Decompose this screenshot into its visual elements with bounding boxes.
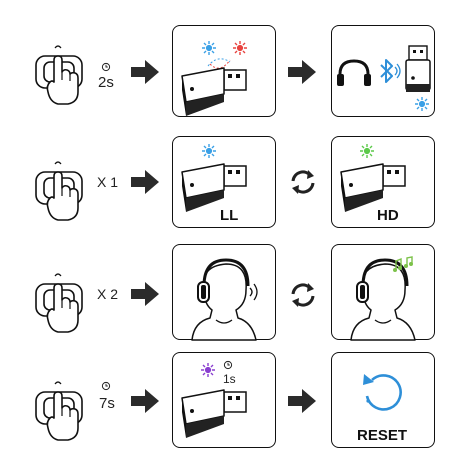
step-arrow-icon [131,60,159,84]
press-button-icon [35,161,83,221]
usb-dongle-icon [181,389,247,439]
headphones-icon [337,59,371,86]
usb-dongle-icon [181,163,247,213]
press-count-x1: X 1 [97,174,119,190]
bluetooth-icon [380,59,401,83]
person-talking-icon [190,258,258,342]
reset-panel [331,352,435,448]
hd-mode-label: HD [377,207,399,224]
hold-duration-2s: 2s [98,74,114,91]
step-arrow-icon [131,389,159,413]
green-led-icon [359,143,375,159]
press-count-x2: X 2 [97,286,119,302]
press-button-icon [35,45,83,105]
step-arrow-icon [131,170,159,194]
blue-led-icon [414,96,430,112]
usb-dongle-icon [181,67,247,117]
ll-mode-label: LL [220,207,239,224]
press-button-icon [35,381,83,441]
clock-icon [101,381,111,391]
step-arrow-icon [288,60,316,84]
reset-arrow-icon [363,374,402,411]
toggle-cycle-icon [290,168,316,196]
step-arrow-icon [131,282,159,306]
press-button-icon [35,273,83,333]
blink-duration: 1s [223,372,236,386]
clock-icon [101,62,111,72]
usb-dongle-upright-icon [405,45,431,92]
blue-led-icon [201,143,217,159]
reset-label: RESET [357,427,408,444]
clock-icon [223,360,233,370]
toggle-cycle-icon [290,281,316,309]
alternate-arrows-icon [207,58,231,69]
purple-led-icon [200,362,216,378]
hold-duration-7s: 7s [99,395,115,412]
step-arrow-icon [288,389,316,413]
music-note-icon [393,256,413,272]
